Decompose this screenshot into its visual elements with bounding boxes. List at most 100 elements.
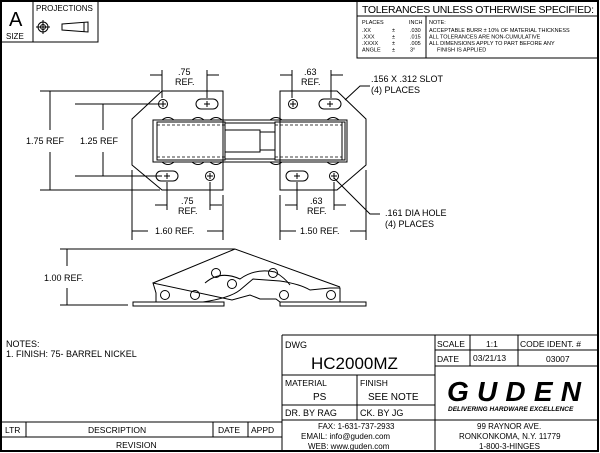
first-angle-projection-icon [36, 20, 89, 34]
slot-callout-size: .156 X .312 SLOT [371, 74, 444, 84]
center-mark-icon [204, 101, 210, 107]
hinge-side-view: 1.00 REF. [44, 248, 367, 307]
material-label: MATERIAL [285, 378, 327, 388]
notes-section: NOTES: 1. FINISH: 75- BARREL NICKEL [6, 339, 137, 359]
tolerance-plus-minus: ± [392, 28, 395, 34]
hinge-arm-outline [152, 248, 341, 288]
tolerance-inch: 3° [410, 48, 415, 54]
scale-value: 1:1 [486, 339, 498, 349]
tolerance-plus-minus: ± [392, 48, 395, 54]
title-block: DWG HC2000MZ MATERIAL PS FINISH SEE NOTE… [281, 334, 598, 452]
dim-bottom-right-ref: REF. [307, 206, 327, 216]
code-ident-label: CODE IDENT. # [520, 339, 581, 349]
dim-bottom-left-value: .75 [181, 196, 194, 206]
dim-top-left-value: .75 [178, 67, 191, 77]
revision-table: LTR DESCRIPTION DATE APPD REVISION [1, 421, 282, 450]
height-dimension-lines [40, 90, 162, 191]
inch-header: INCH [409, 20, 422, 26]
dim-right-width: 1.50 REF. [300, 226, 340, 236]
material-value: PS [313, 392, 327, 403]
mounting-hole [288, 99, 298, 109]
hinge-top-view: .75 REF. .63 REF. .75 REF. .63 REF. 1.60… [26, 67, 447, 240]
tolerance-places: .XX [362, 28, 371, 34]
tolerance-note: ACCEPTABLE BURR ± 10% OF MATERIAL THICKN… [429, 28, 570, 34]
dim-inner-height: 1.25 REF [80, 136, 119, 146]
revision-ltr-header: LTR [5, 425, 20, 435]
dim-overall-height: 1.75 REF [26, 136, 65, 146]
tolerance-inch: .005 [410, 41, 421, 47]
top-dimension-lines [150, 70, 343, 98]
center-mark-icon [160, 101, 166, 107]
note-item: 1. FINISH: 75- BARREL NICKEL [6, 349, 137, 359]
right-mounting-plate [279, 90, 367, 191]
dim-bottom-left-ref: REF. [178, 206, 198, 216]
company-tagline: DELIVERING HARDWARE EXCELLENCE [448, 406, 574, 413]
fax-number: FAX: 1-631-737-2933 [318, 422, 395, 431]
dim-top-left-ref: REF. [175, 77, 195, 87]
tolerance-places: ANGLE [362, 48, 381, 54]
mounting-slot [285, 170, 309, 182]
center-mark-icon [164, 173, 170, 179]
website: WEB: www.guden.com [308, 442, 390, 451]
size-label: SIZE [6, 32, 24, 41]
slot-callout-count: (4) PLACES [371, 85, 420, 95]
tolerance-inch: .030 [410, 28, 421, 34]
dim-top-right-ref: REF. [301, 77, 321, 87]
email-address: EMAIL: info@guden.com [301, 432, 390, 441]
tolerance-box: TOLERANCES UNLESS OTHERWISE SPECIFIED: P… [356, 1, 598, 59]
address-city: RONKONKOMA, N.Y. 11779 [459, 432, 561, 441]
callout-leaders [333, 85, 380, 215]
tolerance-note: ALL DIMENSIONS APPLY TO PART BEFORE ANY [429, 41, 555, 47]
mounting-hole [329, 171, 339, 181]
places-header: PLACES [362, 20, 384, 26]
scale-label: SCALE [437, 339, 465, 349]
tolerance-title: TOLERANCES UNLESS OTHERWISE SPECIFIED: [362, 4, 594, 16]
address-street: 99 RAYNOR AVE. [477, 422, 541, 431]
left-mounting-plate [131, 90, 224, 191]
projections-label: PROJECTIONS [36, 4, 93, 13]
drawn-by: DR. BY RAG [285, 408, 337, 418]
mounting-slot [195, 98, 219, 110]
left-base-plate [132, 301, 225, 307]
revision-title: REVISION [116, 440, 157, 450]
right-base-plate [279, 301, 367, 307]
center-mark-icon [294, 173, 300, 179]
center-mark-icon [290, 101, 296, 107]
finish-value: SEE NOTE [368, 392, 419, 403]
dim-top-right-value: .63 [304, 67, 317, 77]
finish-label: FINISH [360, 378, 388, 388]
tolerance-places: .XXX [362, 35, 375, 41]
revision-description-header: DESCRIPTION [88, 425, 146, 435]
dim-left-width: 1.60 REF. [155, 226, 195, 236]
size-box: A SIZE PROJECTIONS [1, 1, 99, 43]
center-mark-icon [327, 101, 333, 107]
tolerance-plus-minus: ± [392, 41, 395, 47]
size-letter: A [9, 9, 23, 31]
tolerance-places: .XXXX [362, 41, 379, 47]
note-header: NOTE: [429, 20, 446, 26]
bottom-dimension-lines [155, 182, 346, 210]
mounting-hole [205, 171, 215, 181]
dim-side-height: 1.00 REF. [44, 273, 84, 283]
center-mark-icon [207, 173, 213, 179]
mounting-slot [318, 98, 342, 110]
tolerance-plus-minus: ± [392, 35, 395, 41]
dwg-label: DWG [285, 340, 307, 350]
revision-date-header: DATE [218, 425, 240, 435]
date-label: DATE [437, 354, 459, 364]
hinge-cup-body [152, 119, 348, 163]
tolerance-note: ALL TOLERANCES ARE NON-CUMULATIVE [429, 35, 541, 41]
hole-callout-count: (4) PLACES [385, 219, 434, 229]
date-value: 03/21/13 [473, 353, 506, 363]
code-ident-value: 03007 [546, 354, 570, 364]
width-dimension-lines [131, 170, 367, 240]
dim-bottom-right-value: .63 [310, 196, 323, 206]
dwg-number: HC2000MZ [311, 354, 398, 373]
tolerance-note: FINISH IS APPLIED [437, 48, 486, 54]
notes-title: NOTES: [6, 339, 40, 349]
checked-by: CK. BY JG [360, 408, 403, 418]
tolerance-inch: .015 [410, 35, 421, 41]
